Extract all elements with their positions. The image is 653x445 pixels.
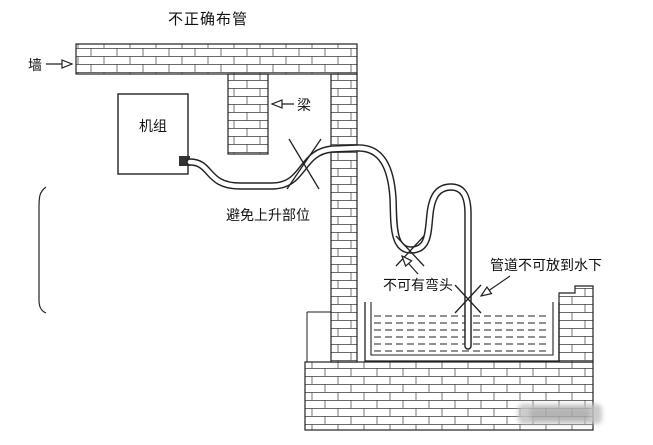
hanging-beam [227,73,269,155]
watermark [518,404,602,424]
right-wall-block [558,285,594,363]
water-tank-inner [370,302,554,356]
column-footing-ledge [306,311,331,362]
x-mark-rising [286,138,322,190]
no-underwater-label: 管道不可放到水下 [490,258,602,274]
water-surface [374,315,550,352]
underwater-arrow [481,275,511,296]
wall-column [330,73,358,363]
diagram-title: 不正确布管 [168,11,248,28]
pipe-fitting [179,156,190,166]
x-mark-underwater [454,284,482,314]
avoid-rising-label: 避免上升部位 [226,208,310,224]
left-wall-line [38,186,47,314]
unit-label: 机组 [139,119,167,135]
beam-label: 梁 [297,98,311,114]
wall-label: 墙 [28,58,42,74]
ceiling-beam [75,43,358,75]
water-tank-outer [364,302,560,362]
x-mark-elbow [395,235,425,267]
unit-box [117,93,189,175]
no-elbow-label: 不可有弯头 [383,277,453,294]
elbow-arrow [402,256,419,275]
refrigerant-pipe [186,144,472,350]
